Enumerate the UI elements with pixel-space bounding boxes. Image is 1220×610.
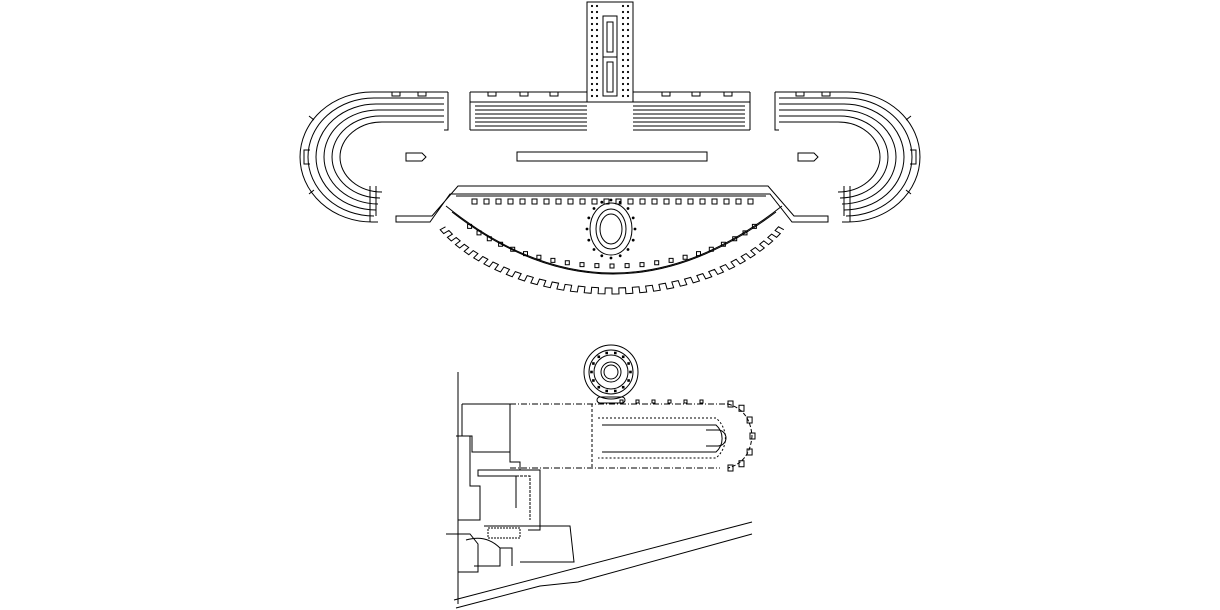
hemicycle-outer-wall	[440, 227, 784, 294]
left-curved-end	[300, 92, 448, 222]
rotunda-niches	[590, 351, 632, 393]
central-tholos	[585, 198, 637, 260]
hemicycle-inner-piers	[468, 224, 757, 268]
reconstruction-plan	[300, 2, 920, 294]
hemicycle	[396, 186, 828, 294]
right-curved-end	[775, 92, 920, 222]
hemicycle-pier-squares	[472, 199, 753, 204]
site-plan	[446, 345, 755, 608]
site-rotunda	[584, 345, 638, 403]
left-inner-wing	[470, 92, 587, 130]
site-gallery	[510, 400, 755, 471]
pavilion-column-dots	[590, 4, 630, 98]
tholos-columns	[585, 198, 637, 260]
arena-centre-line	[406, 152, 818, 161]
site-west-buildings	[446, 372, 574, 604]
central-pavilion	[587, 2, 633, 102]
right-inner-wing	[633, 92, 750, 130]
gallery-apse-niches	[620, 400, 755, 471]
site-road	[454, 522, 752, 608]
